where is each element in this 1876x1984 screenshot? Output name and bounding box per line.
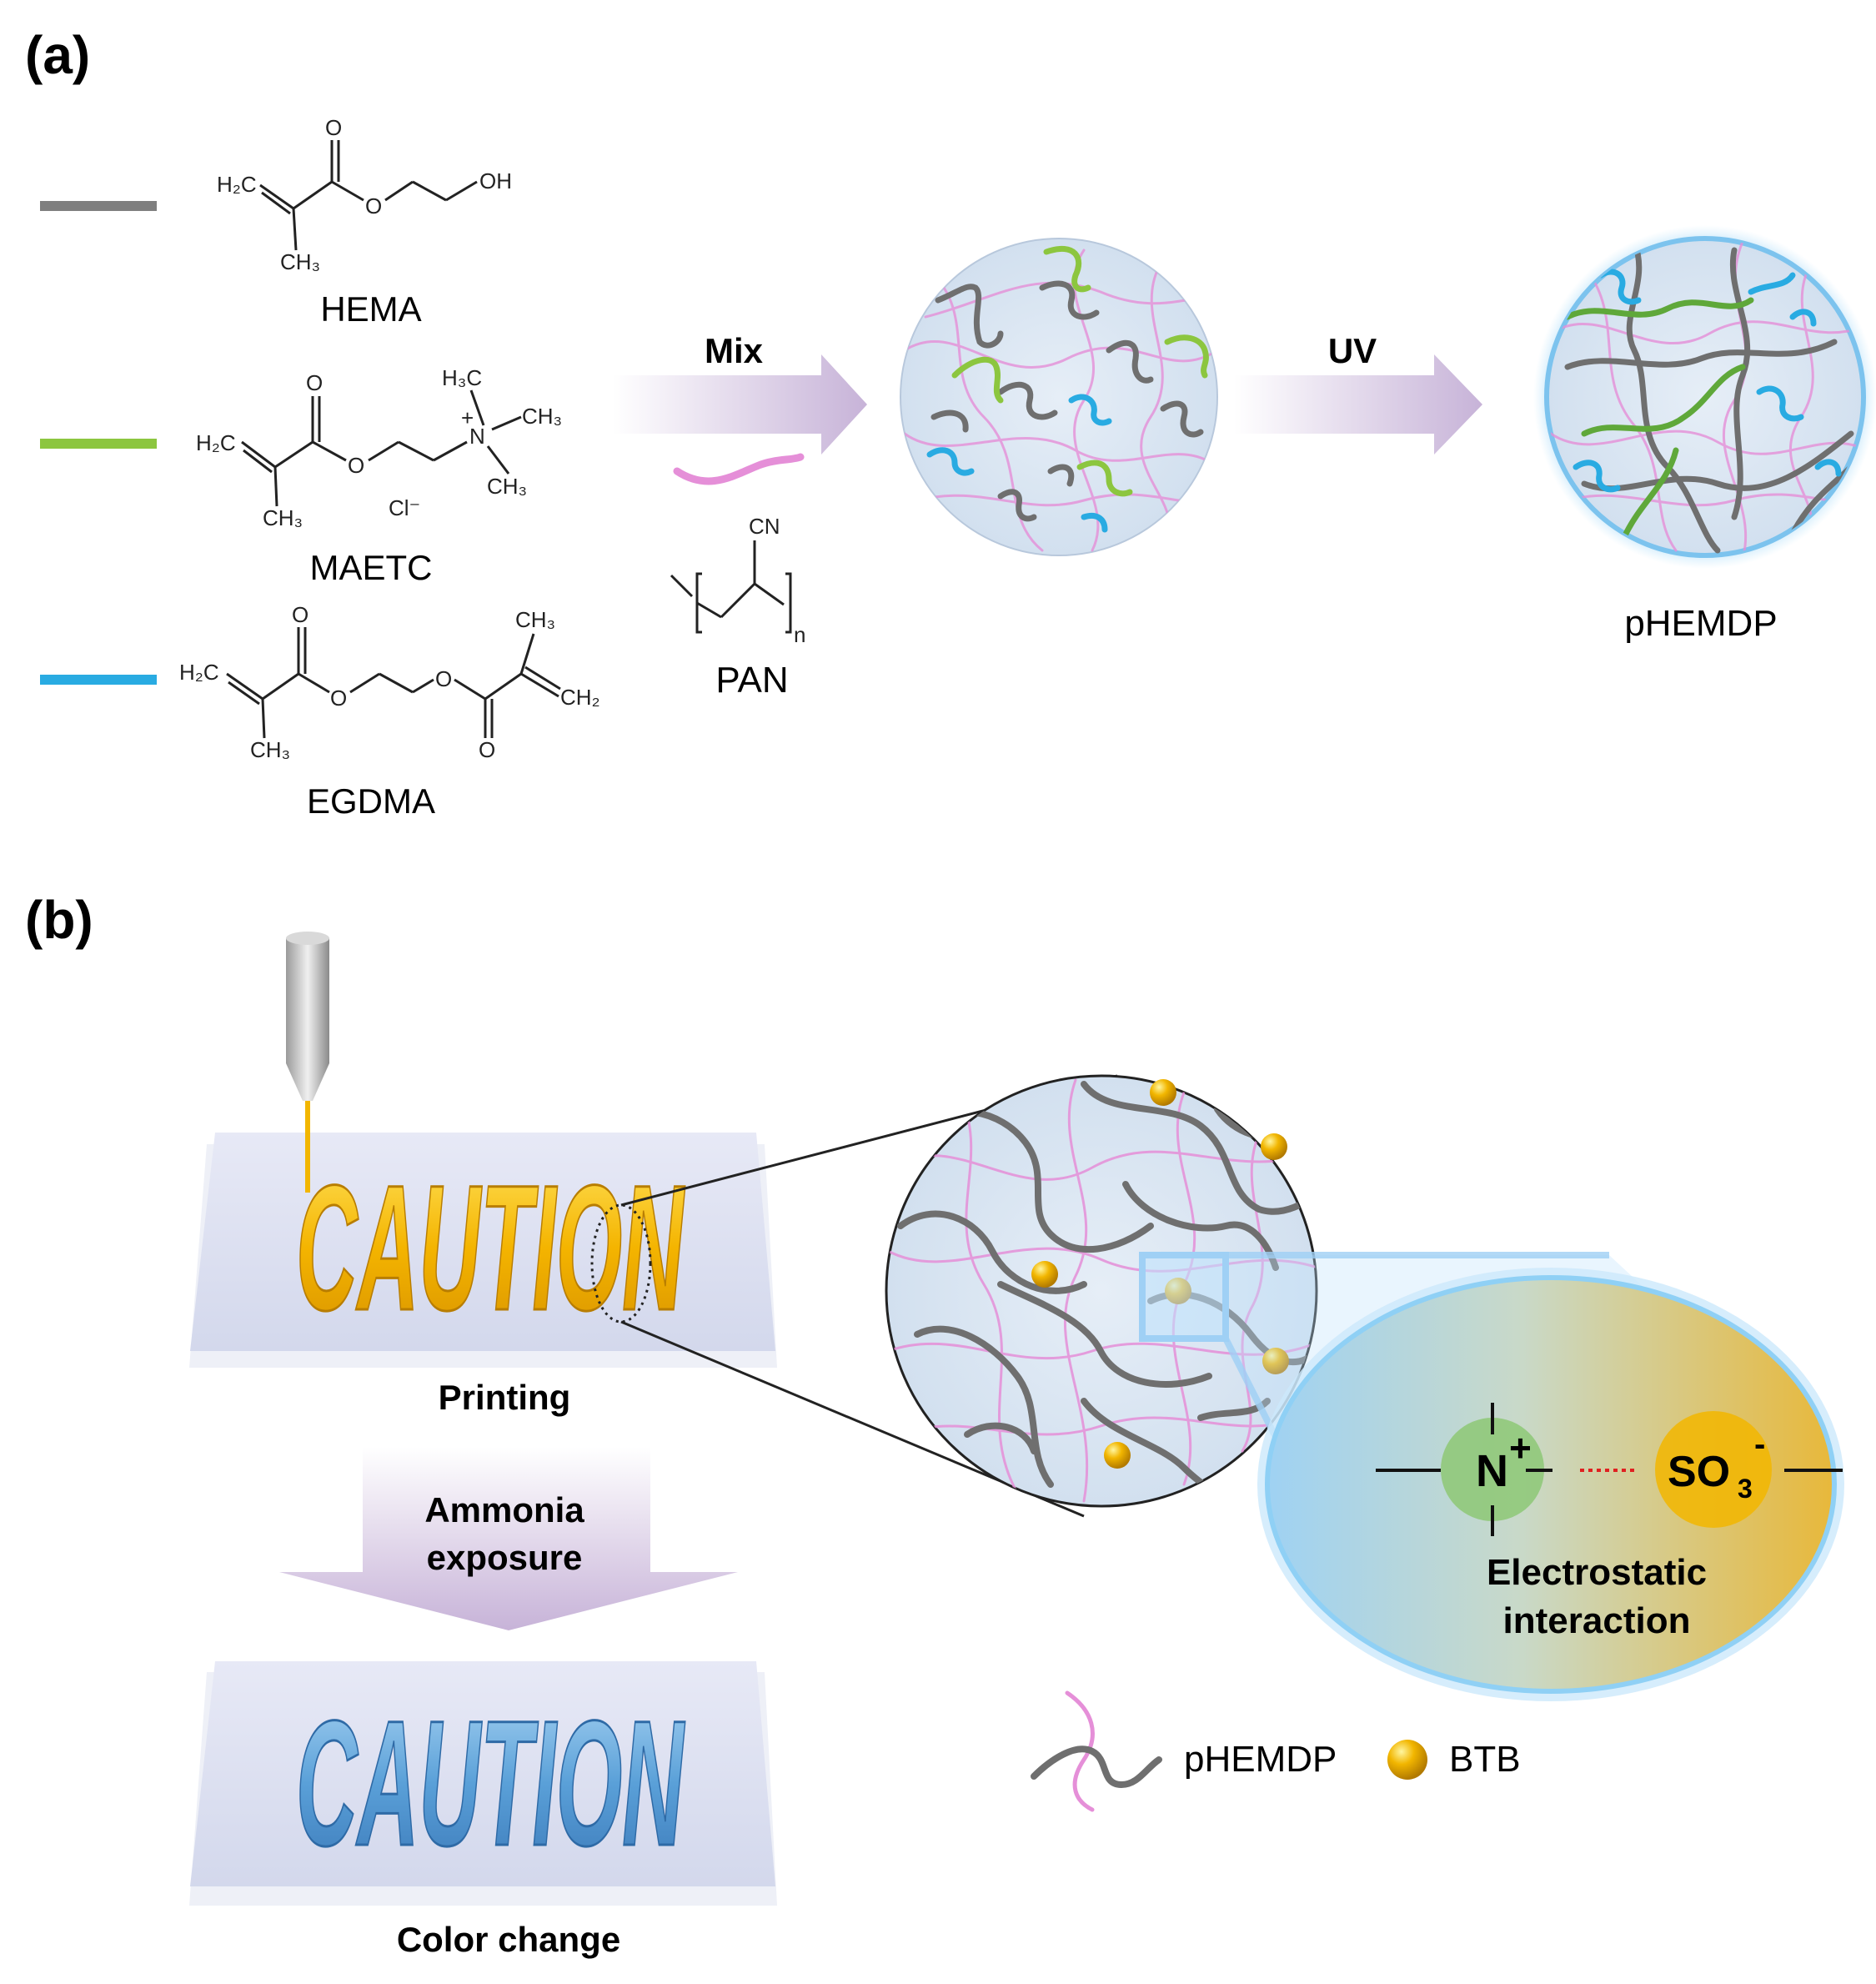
nozzle — [286, 932, 329, 1193]
so3-sub: 3 — [1738, 1474, 1753, 1504]
so3-charge: - — [1754, 1426, 1765, 1463]
maetc-ch3-c: CH₃ — [263, 505, 303, 530]
maetc-o-top: O — [306, 370, 323, 395]
mix-arrow — [613, 354, 867, 455]
hema-h2c: H₂C — [217, 172, 257, 197]
zoom-circle — [885, 1074, 1318, 1508]
egdma-o-bot: O — [479, 737, 495, 762]
pan-name: PAN — [715, 660, 788, 701]
so3-circle — [1655, 1411, 1772, 1528]
n-label: N — [1476, 1446, 1508, 1496]
exposure-arrow — [279, 1447, 738, 1630]
egdma-ch3-top: CH₃ — [515, 607, 555, 632]
maetc-structure — [241, 389, 522, 507]
egdma-name: EGDMA — [307, 781, 435, 821]
n-plus-group — [1376, 1403, 1552, 1536]
interaction-line1: Electrostatic — [1487, 1552, 1707, 1593]
printed-word-text: CAUTION — [296, 1148, 685, 1348]
panel-a-label: (a) — [25, 25, 90, 85]
mix-label: Mix — [705, 331, 764, 370]
uv-arrow — [1234, 354, 1482, 455]
product-network — [1549, 239, 1863, 555]
hema-ch3: CH₃ — [280, 249, 320, 274]
interaction-oval — [1265, 1275, 1837, 1694]
hema-structure — [259, 140, 478, 251]
maetc-ch3-a: CH₃ — [522, 404, 562, 429]
color-word-text: CAUTION — [296, 1684, 685, 1883]
zoom-region-marker — [590, 1203, 652, 1324]
n-charge: + — [1509, 1426, 1532, 1469]
legend-pHEMDP-icon — [1031, 1690, 1162, 1812]
maetc-name: MAETC — [310, 548, 433, 587]
legend-pHEMDP-label: pHEMDP — [1184, 1739, 1337, 1780]
color-plate — [190, 1661, 775, 1886]
exposure-line2: exposure — [427, 1538, 583, 1577]
egdma-o-mid2: O — [435, 666, 452, 691]
maetc-o-mid: O — [348, 453, 364, 478]
uv-label: UV — [1328, 331, 1377, 370]
printing-plate — [190, 1133, 775, 1351]
hema-oh: OH — [479, 168, 512, 193]
legend-btb-label: BTB — [1449, 1739, 1521, 1780]
pan-n: n — [794, 622, 805, 647]
egdma-structure — [226, 627, 561, 739]
exposure-line1: Ammonia — [424, 1490, 584, 1529]
legend-btb-ball — [1387, 1740, 1427, 1780]
maetc-cl: Cl⁻ — [389, 495, 420, 520]
pan-cn: CN — [749, 514, 780, 539]
egdma-o-top: O — [292, 602, 308, 627]
color-change-label: Color change — [397, 1920, 620, 1959]
so3-label: SO — [1668, 1448, 1730, 1496]
egdma-ch3-bot: CH₃ — [250, 737, 290, 762]
product-label: pHEMDP — [1624, 603, 1777, 644]
pan-structure — [670, 540, 792, 634]
hema-o-mid: O — [365, 193, 382, 218]
interaction-line2: interaction — [1503, 1600, 1691, 1641]
maetc-plus: + — [461, 405, 474, 430]
maetc-ch3-b: CH₃ — [487, 474, 527, 499]
zoom-box — [1139, 1252, 1229, 1342]
maetc-h2c: H₂C — [196, 430, 236, 455]
printed-word: CAUTION — [295, 1148, 687, 1349]
hema-o-top: O — [325, 115, 342, 140]
maetc-h3c: H₃C — [442, 365, 482, 390]
mixture-chains — [903, 245, 1217, 552]
hema-name: HEMA — [320, 289, 421, 329]
maetc-n: N — [469, 424, 485, 449]
pan-wave — [673, 453, 805, 485]
egdma-o-mid1: O — [330, 686, 347, 711]
panel-b-label: (b) — [25, 890, 93, 950]
egdma-h2c: H₂C — [179, 660, 219, 685]
egdma-ch2: CH₂ — [560, 685, 600, 710]
printing-label: Printing — [439, 1378, 571, 1417]
